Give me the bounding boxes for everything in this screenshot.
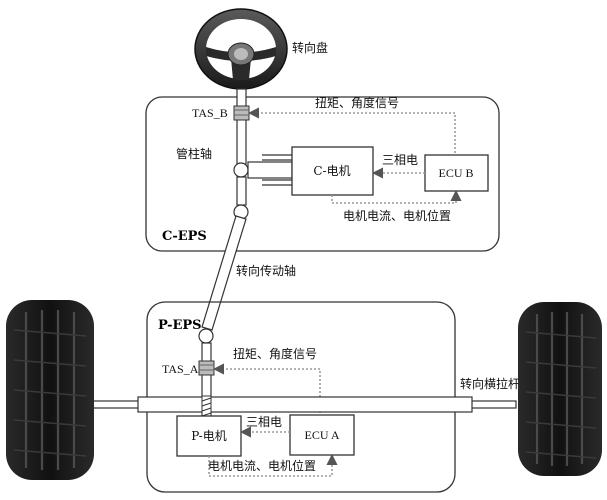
p-motor-box: [176, 415, 242, 457]
steering-wheel-label: 转向盘: [292, 40, 328, 55]
feedback-line-top: [331, 189, 462, 204]
feedback-line-bottom: [208, 453, 338, 477]
right-tire-icon: [518, 302, 602, 476]
ecu-b-box: [424, 154, 489, 192]
p-joint: [198, 328, 214, 344]
current-position-label-top: 电机电流、电机位置: [343, 208, 451, 223]
p-eps-label: P-EPS: [158, 318, 202, 333]
column-shaft: [236, 88, 247, 165]
p-motor-label: P-电机: [191, 429, 226, 443]
left-tire-icon: [6, 300, 94, 480]
current-position-label-bottom: 电机电流、电机位置: [208, 458, 316, 473]
torque-angle-sensor-a-icon: [198, 360, 215, 376]
three-phase-label-bottom: 三相电: [246, 415, 282, 429]
c-motor-box: [291, 146, 374, 196]
torque-signal-line-top: [247, 107, 456, 155]
column-shaft-label: 管柱轴: [176, 146, 212, 161]
torque-angle-sensor-icon: [233, 105, 250, 121]
torque-angle-label-top: 扭矩、角度信号: [315, 95, 399, 110]
ecu-b-label: ECU B: [438, 166, 473, 180]
tas-a-label: TAS_A: [162, 362, 199, 376]
intermediate-shaft-label: 转向传动轴: [236, 263, 296, 278]
c-eps-label: C-EPS: [162, 229, 207, 244]
column-shaft-lower: [236, 176, 247, 206]
ecu-a-box: [289, 414, 355, 456]
c-eps-box: [145, 96, 500, 252]
ecu-a-label: ECU A: [304, 428, 339, 442]
tie-rod-label: 转向横拉杆: [460, 376, 520, 391]
pinion-gear: [201, 395, 212, 417]
c-motor-label: C-电机: [313, 164, 350, 178]
torque-angle-label-bottom: 扭矩、角度信号: [233, 346, 317, 361]
upper-joint: [233, 162, 249, 178]
rack-housing: [137, 396, 473, 413]
steering-wheel-icon: [194, 8, 288, 90]
c-motor-gear-lines: [247, 154, 293, 186]
three-phase-label-top: 三相电: [382, 153, 418, 167]
tas-b-label: TAS_B: [192, 106, 228, 120]
